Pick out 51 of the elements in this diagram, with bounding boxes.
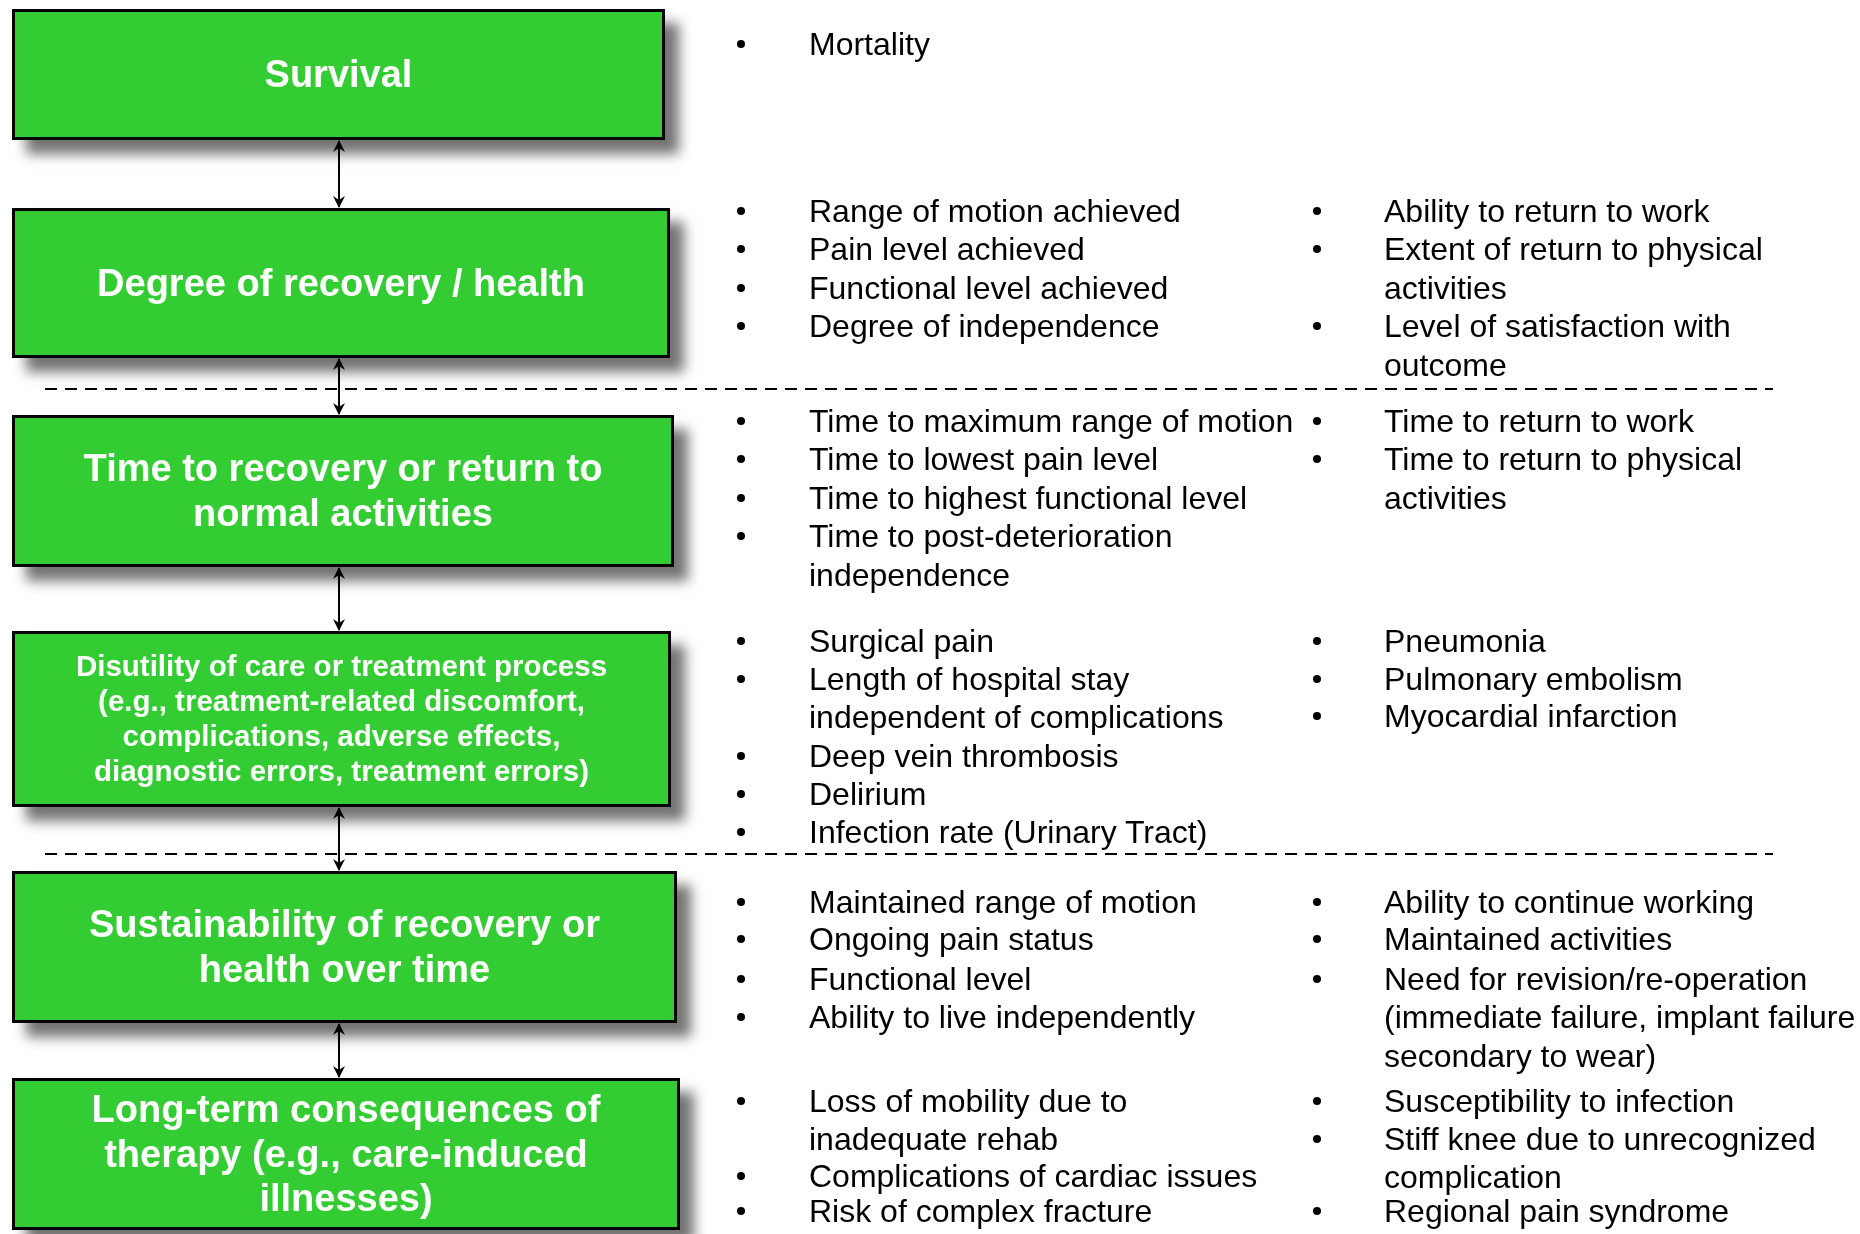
box-title: Long-term consequences of therapy (e.g., care-induced illnesses): [90, 1086, 602, 1222]
outcome-measure: Ability to live independently: [809, 997, 1196, 1037]
outcome-measure: Surgical pain: [809, 621, 995, 661]
outcome-measure: Time to lowest pain level: [809, 440, 1160, 479]
outcome-measure: Functional level: [809, 959, 1033, 999]
outcome-measure: Time to return to work: [1384, 402, 1695, 441]
box-title: Survival: [263, 52, 414, 97]
outcome-measure: Pneumonia: [1384, 621, 1547, 661]
outcome-measure: Pain level achieved: [809, 230, 1086, 269]
outcome-measure: Time to maximum range of motion: [809, 402, 1295, 441]
double-arrow: [333, 358, 345, 415]
process-box: [12, 9, 665, 140]
outcome-measure: Length of hospital stay independent of complications: [809, 659, 1225, 737]
process-box: [12, 631, 671, 807]
outcome-measure: Infection rate (Urinary Tract): [809, 812, 1209, 852]
outcome-measure: Delirium: [809, 774, 928, 814]
outcome-measure: Ability to return to work: [1384, 192, 1711, 231]
double-arrow: [333, 1023, 345, 1078]
box-title: Disutility of care or treatment process (e.g., treatment-related discomfort, complications, adverse effects, diagnostic errors, treatment errors): [74, 649, 609, 789]
outcome-measure: Need for revision/re-operation (immediate failure, implant failure secondary to wear): [1384, 959, 1857, 1076]
outcome-measure: Deep vein thrombosis: [809, 736, 1120, 776]
outcome-measure: Time to return to physical activities: [1384, 440, 1744, 518]
outcome-measure: Risk of complex fracture: [809, 1193, 1154, 1231]
outcome-measure: Mortality: [809, 24, 931, 64]
outcome-measure: Complications of cardiac issues: [809, 1157, 1259, 1196]
outcome-measure: Time to highest functional level: [809, 479, 1249, 518]
outcome-measure: Maintained range of motion: [809, 882, 1198, 921]
double-arrow: [333, 140, 345, 208]
outcome-measure: Pulmonary embolism: [1384, 659, 1684, 698]
process-box: [12, 1078, 680, 1230]
outcome-measure: Ability to continue working: [1384, 882, 1755, 921]
outcome-measure: Degree of independence: [809, 307, 1161, 346]
outcome-measure: Maintained activities: [1384, 920, 1674, 959]
box-title: Time to recovery or return to normal activities: [82, 446, 604, 536]
double-arrow: [333, 567, 345, 631]
box-title: Sustainability of recovery or health over time: [87, 902, 602, 992]
outcome-measure: Ongoing pain status: [809, 920, 1095, 959]
box-title: Degree of recovery / health: [96, 260, 586, 306]
outcome-measure: Susceptibility to infection: [1384, 1081, 1736, 1121]
outcome-measure: Range of motion achieved: [809, 192, 1182, 231]
process-box: [12, 871, 677, 1023]
outcome-measure: Time to post-deterioration independence: [809, 517, 1174, 595]
outcome-measure: Functional level achieved: [809, 269, 1170, 308]
outcome-measure: Stiff knee due to unrecognized complication: [1384, 1119, 1817, 1197]
process-box: [12, 415, 674, 567]
double-arrow: [333, 807, 345, 871]
outcome-measure: Extent of return to physical activities: [1384, 230, 1764, 308]
outcome-measure: Loss of mobility due to inadequate rehab: [809, 1081, 1129, 1159]
outcome-measure: Myocardial infarction: [1384, 697, 1679, 736]
outcome-measure: Level of satisfaction with outcome: [1384, 307, 1732, 385]
process-box: [12, 208, 670, 358]
